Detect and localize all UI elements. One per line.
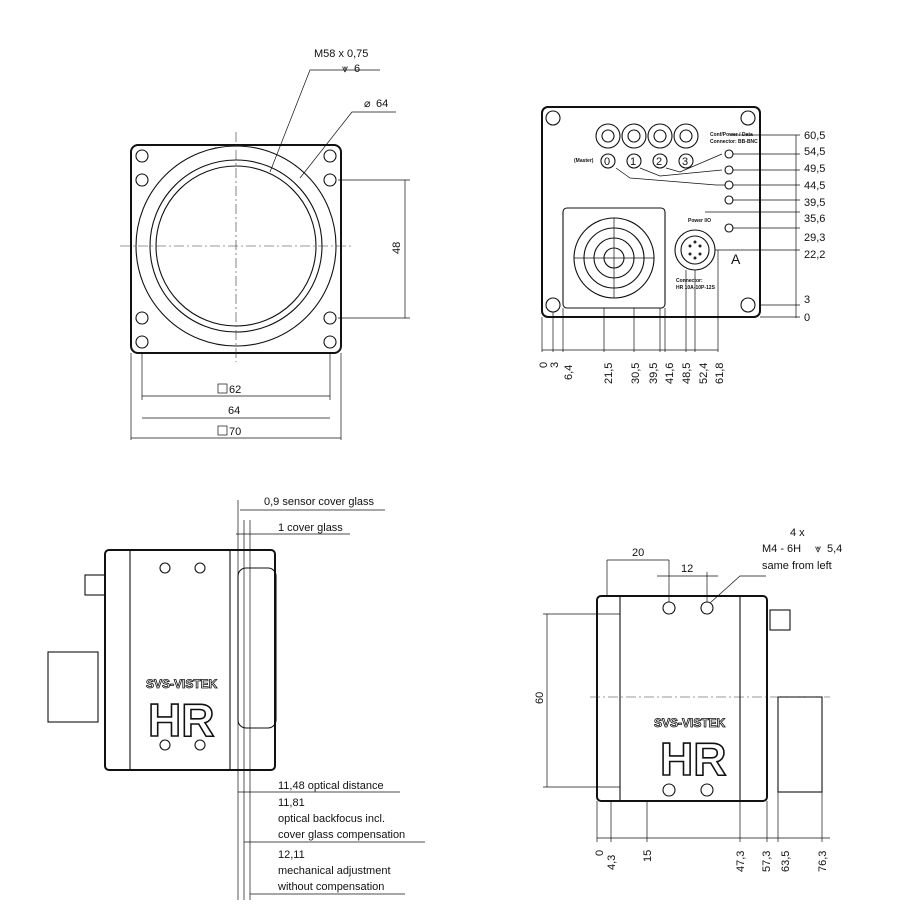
hole-depth: 5,4 (827, 543, 842, 555)
backfocus-value: 11,81 (278, 797, 305, 809)
power-connector-sub: HR 10A-10P-12S (676, 285, 716, 291)
sensor-glass-label: 0,9 sensor cover glass (264, 496, 375, 508)
bdim-6-4: 6,4 (563, 365, 575, 380)
side-model: HR (148, 694, 214, 746)
port-numbers: 0 1 2 3 (600, 153, 694, 169)
opt-distance-label: 11,48 optical distance (278, 780, 384, 792)
tdim-63-5: 63,5 (780, 851, 792, 872)
front-corner-screws (135, 149, 337, 349)
back-corner-screws (545, 110, 756, 313)
marker-a: A (731, 251, 741, 267)
fan-grille (562, 207, 666, 309)
top-brand: SVS-VISTEK (654, 716, 726, 730)
top-bottom-dims: 0 4,3 15 47,3 57,3 63,5 76,3 (594, 792, 830, 872)
bore-leader (299, 111, 396, 179)
tdim-0: 0 (594, 850, 606, 856)
hole-depth-symbol: ⩔ (815, 543, 821, 555)
mech-value: 12,11 (278, 849, 305, 861)
led-indicators (724, 149, 734, 233)
bdim-39-5: 39,5 (648, 363, 660, 384)
back-right-dims: 60,5 54,5 49,5 44,5 39,5 35,6 29,3 22,2 … (705, 130, 825, 324)
top-view: SVS-VISTEK HR 4 x M4 - 6H ⩔ 5,4 same fro… (534, 527, 842, 872)
diameter-symbol: ⌀ (364, 98, 371, 110)
back-bottom-dims: 0 3 6,4 21,5 30,5 39,5 41,6 48,5 52,4 61… (538, 250, 726, 384)
cover-glass-label: 1 cover glass (278, 522, 343, 534)
tdim-15: 15 (642, 850, 654, 862)
bdim-48-5: 48,5 (681, 363, 693, 384)
top-body-outline (596, 595, 768, 802)
backfocus-line2: cover glass compensation (278, 829, 405, 841)
mech-line2: without compensation (277, 881, 384, 893)
dim-70: 70 (229, 426, 241, 438)
thread-label: M58 x 0,75 (314, 48, 368, 60)
dim-39-5: 39,5 (804, 197, 825, 209)
dim-60: 60 (534, 692, 546, 704)
dim-0: 0 (804, 312, 810, 324)
bdim-0: 0 (538, 362, 550, 368)
tdim-47-3: 47,3 (735, 851, 747, 872)
dim-64: 64 (228, 405, 240, 417)
power-label: Power I/O (688, 218, 711, 224)
back-view: 0 1 2 3 (Master) Conf/Power / Data Conne… (538, 106, 825, 384)
bnc-connectors (595, 123, 699, 149)
bdim-30-5: 30,5 (630, 363, 642, 384)
master-label: (Master) (574, 158, 594, 164)
top-model: HR (660, 733, 726, 785)
side-body-outline (104, 549, 276, 771)
dim-29-3: 29,3 (804, 232, 825, 244)
hole-note: same from left (762, 560, 832, 572)
side-power-module (47, 651, 99, 723)
top-power-module (777, 696, 823, 793)
tdim-57-3: 57,3 (761, 851, 773, 872)
top-screws (662, 601, 714, 797)
bdim-41-6: 41,6 (664, 363, 676, 384)
bdim-61-8: 61,8 (714, 363, 726, 384)
front-view: M58 x 0,75 ⩔ 6 ⌀ 64 48 62 64 70 (120, 48, 410, 440)
bdim-21-5: 21,5 (603, 363, 615, 384)
port-1-label: 1 (630, 156, 636, 168)
connector-sub: Connector: BB-BNC (710, 139, 758, 145)
dim-54-5: 54,5 (804, 146, 825, 158)
side-view: SVS-VISTEK HR 0,9 sensor cover glass 1 c… (47, 496, 425, 900)
hole-spec: M4 - 6H (762, 543, 801, 555)
dim-60-5: 60,5 (804, 130, 825, 142)
backfocus-line1: optical backfocus incl. (278, 813, 385, 825)
hole-count: 4 x (790, 527, 805, 539)
tdim-4-3: 4,3 (606, 855, 618, 870)
thread-depth: 6 (354, 63, 360, 75)
dim-20: 20 (632, 547, 644, 559)
bore-dia: 64 (376, 98, 388, 110)
depth-symbol: ⩔ (342, 63, 348, 75)
dim-62: 62 (229, 384, 241, 396)
dim-22-2: 22,2 (804, 249, 825, 261)
power-connector (674, 229, 716, 271)
thread-leader (269, 69, 380, 173)
dim-49-5: 49,5 (804, 163, 825, 175)
port-3-label: 3 (682, 156, 688, 168)
dim-35-6: 35,6 (804, 213, 825, 225)
side-brand: SVS-VISTEK (146, 677, 218, 691)
mech-line1: mechanical adjustment (278, 865, 391, 877)
dim-3: 3 (804, 294, 810, 306)
dim-48: 48 (391, 242, 403, 254)
port-2-label: 2 (656, 156, 662, 168)
power-connector-label: Connector: (676, 278, 703, 284)
side-screws (159, 562, 206, 751)
tdim-76-3: 76,3 (817, 851, 829, 872)
dim-44-5: 44,5 (804, 180, 825, 192)
port-0-label: 0 (604, 156, 610, 168)
bdim-3: 3 (549, 362, 561, 368)
dim-12: 12 (681, 563, 693, 575)
bdim-52-4: 52,4 (698, 363, 710, 384)
